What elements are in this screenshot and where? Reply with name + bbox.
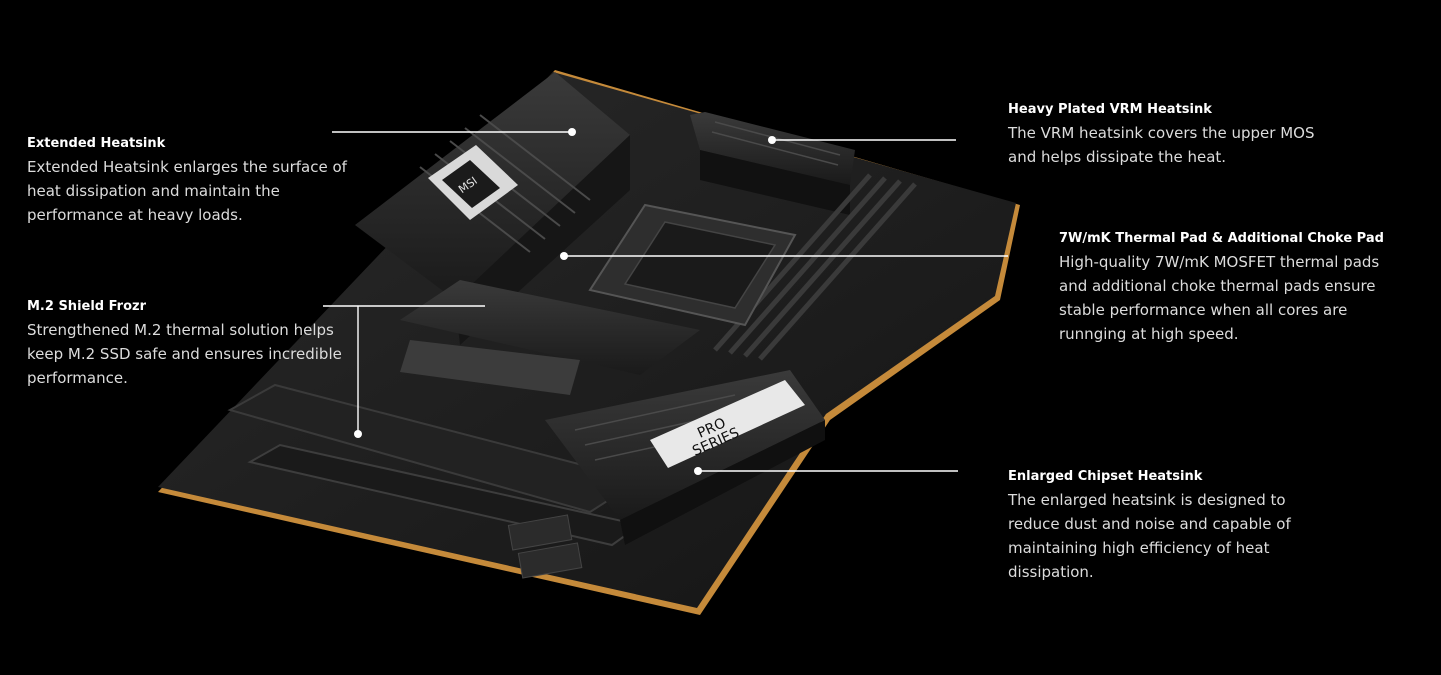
callout-line: and additional choke thermal pads ensure: [1059, 277, 1376, 295]
callout-description: Strengthened M.2 thermal solution helps …: [27, 318, 347, 390]
callout-line: maintaining high efficiency of heat: [1008, 539, 1270, 557]
anchor-thermal-pad: [560, 252, 568, 260]
callout-line: Extended Heatsink enlarges the surface o…: [27, 158, 347, 176]
callout-line: performance.: [27, 369, 128, 387]
anchor-vrm-heatsink: [768, 136, 776, 144]
m2-shield-frozr: [400, 280, 700, 395]
callout-description: Extended Heatsink enlarges the surface o…: [27, 155, 347, 227]
anchor-m2-shield: [354, 430, 362, 438]
chipset-heatsink: PRO SERIES: [545, 370, 825, 545]
anchor-extended-heatsink: [568, 128, 576, 136]
callout-title: 7W/mK Thermal Pad & Additional Choke Pad: [1059, 231, 1384, 246]
callout-line: The VRM heatsink covers the upper MOS: [1008, 124, 1315, 142]
callout-extended-heatsink: Extended Heatsink Extended Heatsink enla…: [27, 136, 347, 227]
callout-line: runnging at high speed.: [1059, 325, 1239, 343]
callout-line: dissipation.: [1008, 563, 1094, 581]
callout-vrm-heatsink: Heavy Plated VRM Heatsink The VRM heatsi…: [1008, 102, 1328, 169]
callout-line: performance at heavy loads.: [27, 206, 243, 224]
callout-leader-lines: [323, 128, 1008, 475]
callout-line: heat dissipation and maintain the: [27, 182, 280, 200]
callout-m2-shield-frozr: M.2 Shield Frozr Strengthened M.2 therma…: [27, 299, 347, 390]
callout-title: Extended Heatsink: [27, 136, 166, 151]
callout-description: High-quality 7W/mK MOSFET thermal pads a…: [1059, 250, 1399, 346]
cpu-socket: [588, 203, 797, 327]
callout-line: Strengthened M.2 thermal solution helps: [27, 321, 334, 339]
vrm-heatsink: [690, 112, 855, 215]
callout-line: reduce dust and noise and capable of: [1008, 515, 1291, 533]
callout-thermal-pad: 7W/mK Thermal Pad & Additional Choke Pad…: [1059, 231, 1399, 346]
callout-line: stable performance when all cores are: [1059, 301, 1348, 319]
sata-ports: [507, 514, 583, 579]
callout-description: The VRM heatsink covers the upper MOS an…: [1008, 121, 1328, 169]
callout-title: Heavy Plated VRM Heatsink: [1008, 102, 1212, 117]
callout-title: M.2 Shield Frozr: [27, 299, 146, 314]
anchor-chipset-heatsink: [694, 467, 702, 475]
callout-chipset-heatsink: Enlarged Chipset Heatsink The enlarged h…: [1008, 469, 1328, 584]
callout-line: keep M.2 SSD safe and ensures incredible: [27, 345, 342, 363]
callout-line: and helps dissipate the heat.: [1008, 148, 1227, 166]
callout-description: The enlarged heatsink is designed to red…: [1008, 488, 1328, 584]
callout-line: High-quality 7W/mK MOSFET thermal pads: [1059, 253, 1380, 271]
callout-line: The enlarged heatsink is designed to: [1008, 491, 1286, 509]
callout-title: Enlarged Chipset Heatsink: [1008, 469, 1203, 484]
